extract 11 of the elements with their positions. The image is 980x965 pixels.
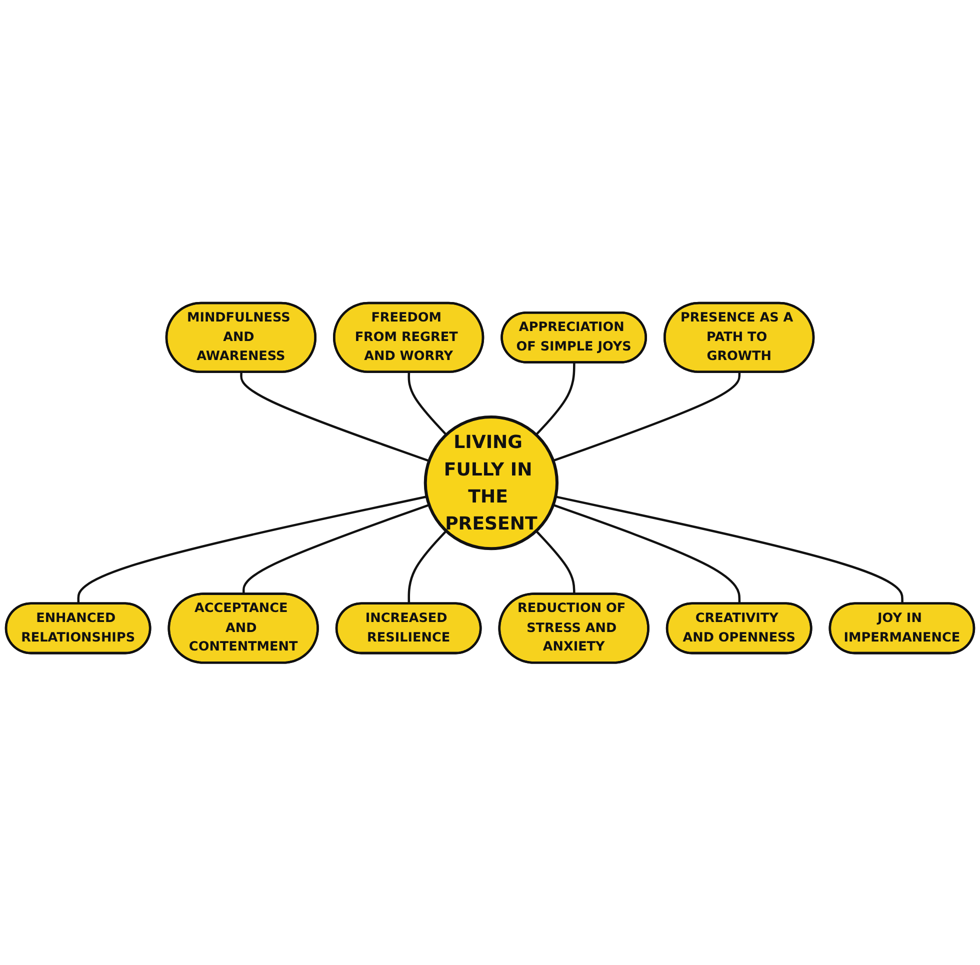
connector (535, 530, 576, 594)
connector (408, 372, 448, 436)
connector (552, 372, 741, 462)
connector (552, 504, 741, 604)
connector (242, 504, 430, 594)
connector (240, 372, 430, 462)
connector (77, 495, 428, 604)
connector (408, 530, 448, 604)
connector (535, 362, 576, 436)
node-circle: LIVING FULLY IN THE PRESENT (424, 415, 559, 550)
connector (555, 495, 904, 604)
